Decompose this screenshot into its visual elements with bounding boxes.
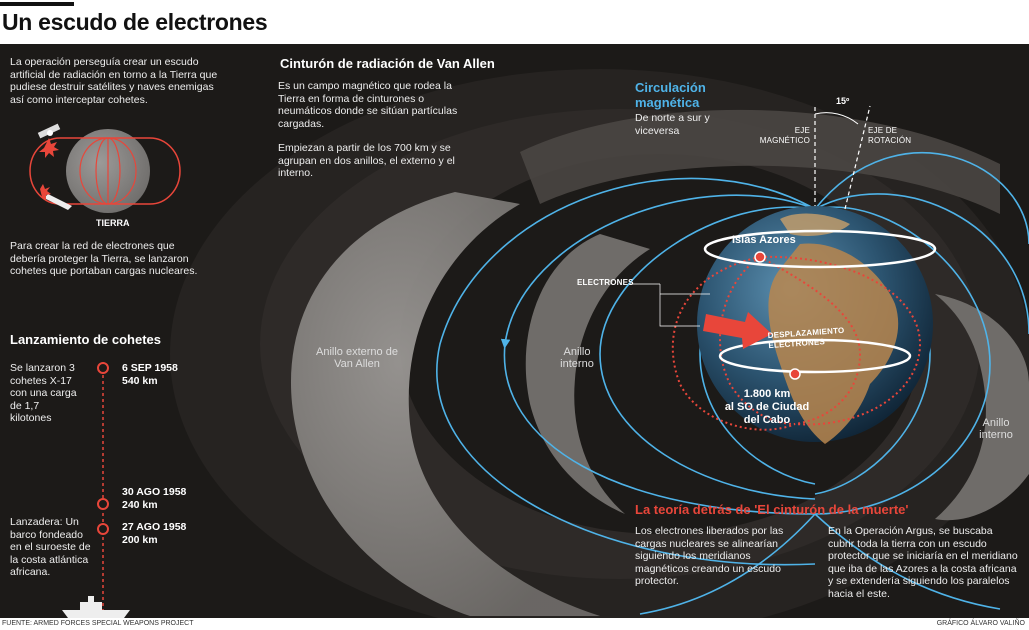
event-6sep: 6 SEP 1958 540 km [122,362,178,387]
magnetic-axis [814,106,859,209]
outer-belt-label: Anillo externo de Van Allen [316,346,398,370]
timeline-dot-30ago [97,498,109,510]
rotation-axis-label: EJE DE ROTACIÓN [868,126,912,145]
launch-desc: Se lanzaron 3 cohetes X-17 con una carga… [10,362,77,424]
circulation-text: De norte a sur y viceversa [635,112,710,137]
electrons-leader [630,283,710,327]
azores-parallel [703,229,937,269]
vanallen-title: Cinturón de radiación de Van Allen [280,56,495,71]
top-belt-arch [520,109,1000,214]
azores-point [754,251,766,263]
page-title: Un escudo de electrones [2,9,268,35]
south-parallel [718,338,912,374]
theory-p1: Los electrones liberados por las cargas … [635,525,784,587]
km-line-1: 1.800 km [743,388,791,400]
theory-title: La teoría detrás de 'El cinturón de la m… [635,502,909,517]
intro-text: La operación perseguía crear un escudo a… [10,56,218,106]
footer-credit: GRÁFICO ÁLVARO VALIÑO [936,620,1025,627]
launch-title: Lanzamiento de cohetes [10,332,161,347]
theory-p2: En la Operación Argus, se buscaba cubrir… [828,525,1018,600]
small-earth-diagram [29,129,181,213]
launch-timeline [97,362,109,614]
rotation-axis [844,105,871,210]
event-27ago: 27 AGO 1958 200 km [122,521,186,546]
circulation-title: Circulación magnética [635,80,706,110]
header-rule [0,2,74,6]
azores-label: Islas Azores [732,234,796,246]
displacement-arrow [703,312,772,349]
event-km: 200 km [122,533,158,546]
event-km: 540 km [122,374,158,387]
footer-source: FUENTE: ARMED FORCES SPECIAL WEAPONS PRO… [2,620,194,627]
electrons-label: ELECTRONES [577,278,634,287]
timeline-dot-27ago [97,523,109,535]
capetown-label: 1.800 km al SO de Ciudad del Cabo [712,388,822,427]
electron-shell [671,255,922,431]
ship-text: Lanzadera: Un barco fondeado en el suroe… [10,516,91,578]
explosion-icon [39,138,59,158]
vanallen-p2: Empiezan a partir de los 700 km y se agr… [278,142,455,179]
inner-belt-right [935,294,1029,521]
ship-icon [62,596,130,618]
magnetic-axis-label: EJE MAGNÉTICO [759,126,810,145]
rocket-icon [40,184,72,210]
inner-belt-right-label: Anillo interno [979,417,1013,441]
diagram-scene [29,69,1029,618]
footer: FUENTE: ARMED FORCES SPECIAL WEAPONS PRO… [0,618,1029,630]
intro-text-2: Para crear la red de electrones que debe… [10,240,198,277]
event-km: 240 km [122,498,158,511]
vanallen-p1: Es un campo magnético que rodea la Tierr… [278,80,458,130]
event-30ago: 30 AGO 1958 240 km [122,486,186,511]
km-line-3: del Cabo [743,414,791,426]
timeline-dot-6sep [97,362,109,374]
inner-belt-left [525,234,650,514]
outer-belt-crescent [290,192,600,616]
header: Un escudo de electrones [0,0,1029,44]
magnetic-field-lines [436,152,1029,615]
infographic-panel: La operación perseguía crear un escudo a… [0,44,1029,618]
event-date: 27 AGO 1958 [122,521,187,533]
event-date: 6 SEP 1958 [122,362,178,374]
earth-label: TIERRA [96,218,130,228]
satellite-icon [37,123,61,139]
capetown-point [789,368,801,380]
km-line-2: al SO de Ciudad [724,401,810,413]
angle-label: 15º [836,96,850,106]
event-date: 30 AGO 1958 [122,486,187,498]
inner-belt-label: Anillo interno [560,346,594,370]
